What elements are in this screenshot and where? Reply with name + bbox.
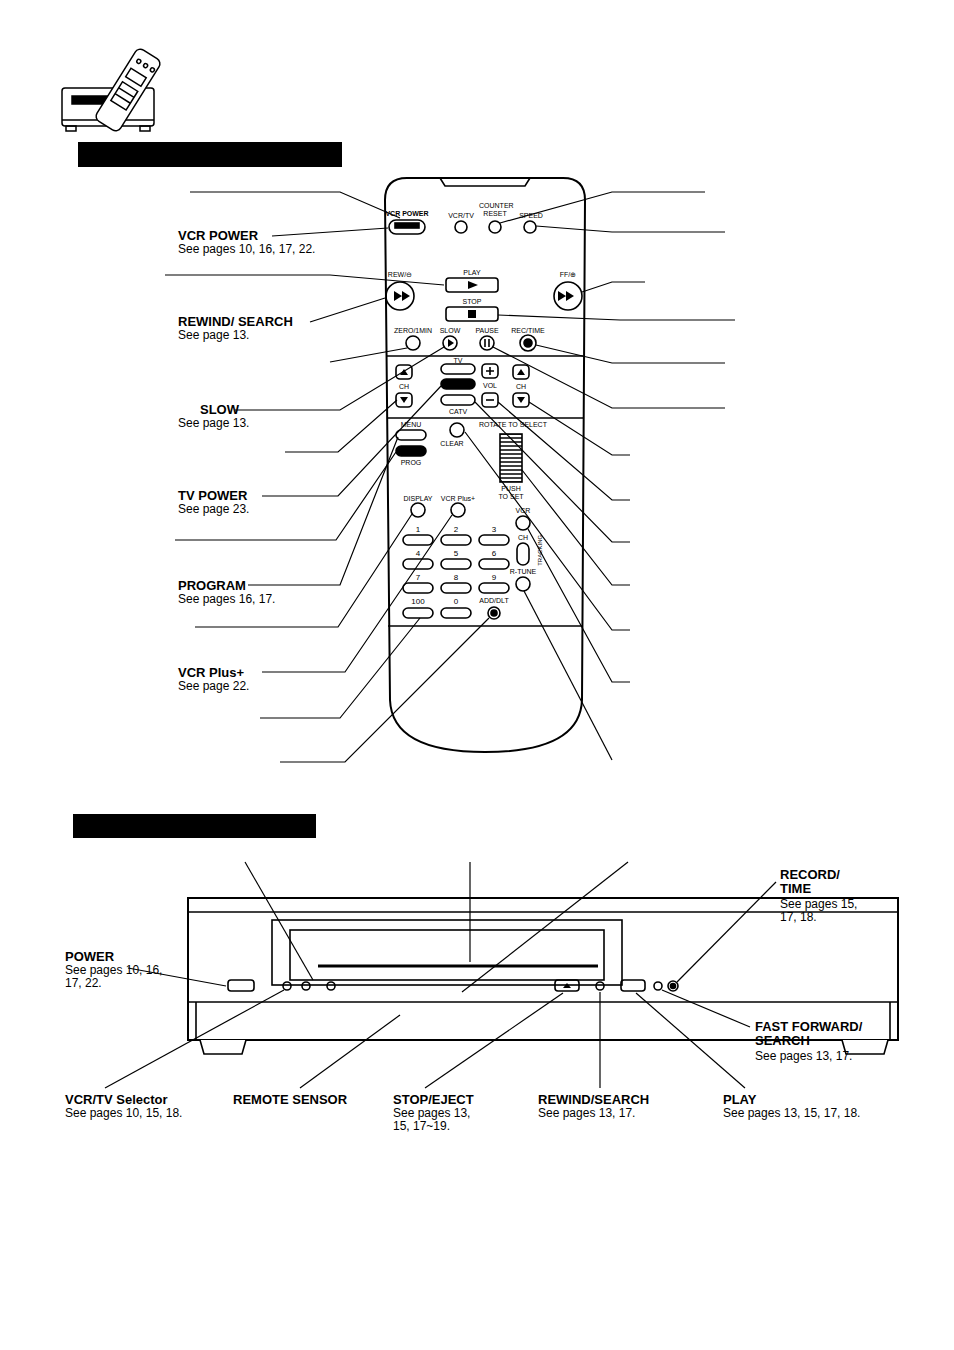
header-bar [73,814,316,838]
callout-label: See pages 10, 16, 17, 22. [178,243,315,256]
button-label: 0 [454,598,458,607]
button-label: VCR POWER [385,210,428,218]
button-label: REC/TIME [511,327,544,335]
callout-label: See pages 13, 15, 17~19. [393,1107,483,1133]
button-label: FF/⊕ [560,271,577,279]
button-label: COUNTER RESET [479,202,511,217]
callout-label: See page 13. [178,329,249,342]
callout-label: See pages 10, 16, 17, 22. [65,964,165,990]
button-label: 6 [492,550,496,559]
callout-label: See pages 15, 17, 18. [780,898,860,924]
callout-label: See pages 13, 15, 17, 18. [723,1107,860,1120]
callout-label: RECORD/ TIME [780,868,846,897]
button-label: 9 [492,574,496,583]
button-label: SLOW [440,327,461,335]
button-label: ZERO/1MIN [394,327,432,335]
callout-label: REWIND/ SEARCH [178,315,293,329]
button-label: SPEED [519,212,543,220]
button-label: 8 [454,574,458,583]
button-label: VCR [516,507,531,515]
button-label: STOP [463,298,482,306]
callout-label: See page 13. [178,417,249,430]
button-label: ROTATE TO SELECT [479,421,547,429]
callout-label: See pages 13, 17. [538,1107,635,1120]
button-label: MENU [401,421,422,429]
callout-label: See pages 10, 15, 18. [65,1107,182,1120]
button-label: TV [454,357,463,365]
button-label: 5 [454,550,458,559]
button-label: DISPLAY [403,495,432,503]
button-label: PUSH TO SET [496,485,526,500]
button-label: PAUSE [475,327,498,335]
leader-line [105,862,776,1088]
button-label: 100 [411,598,424,607]
callout-label: REMOTE SENSOR [233,1093,347,1107]
callout-label: See pages 13, 17. [755,1050,852,1063]
callout-label: PROGRAM [178,579,246,593]
button-label: CH [518,534,528,542]
button-label: ADD/DLT [479,597,508,605]
button-label: CH [516,383,526,391]
callout-label: See page 23. [178,503,249,516]
button-label: 4 [416,550,420,559]
button-label: VCR/TV [448,212,474,220]
remote-control [385,178,585,752]
button-label: CH [399,383,409,391]
callout-label: VCR/TV Selector [65,1093,168,1107]
header-icon [62,47,162,133]
button-label: VOL [483,382,497,390]
callout-label: STOP/EJECT [393,1093,474,1107]
leader-line [165,192,735,762]
button-label: 2 [454,526,458,535]
button-label: 1 [416,526,420,535]
button-label: PLAY [463,269,480,277]
button-label: R-TUNE [510,568,536,576]
callout-label: See pages 16, 17. [178,593,275,606]
callout-label: TV POWER [178,489,247,503]
callout-label: FAST FORWARD/ SEARCH [755,1020,875,1049]
button-label: CATV [449,408,467,416]
callout-label: VCR Plus+ [178,666,244,680]
callout-label: POWER [65,950,114,964]
button-label: TRACKING [538,534,545,565]
button-label: REW/⊖ [388,271,412,279]
button-label: CLEAR [440,440,463,448]
callout-label: PLAY [723,1093,756,1107]
button-label: PROG [401,459,422,467]
button-label: VCR Plus+ [441,495,475,503]
callout-label: See page 22. [178,680,249,693]
button-label: 3 [492,526,496,535]
callout-label: SLOW [200,403,239,417]
button-label: 7 [416,574,420,583]
callout-label: VCR POWER [178,229,258,243]
callout-label: REWIND/SEARCH [538,1093,649,1107]
vcr-front-panel [188,898,898,1054]
header-bar [78,142,342,167]
